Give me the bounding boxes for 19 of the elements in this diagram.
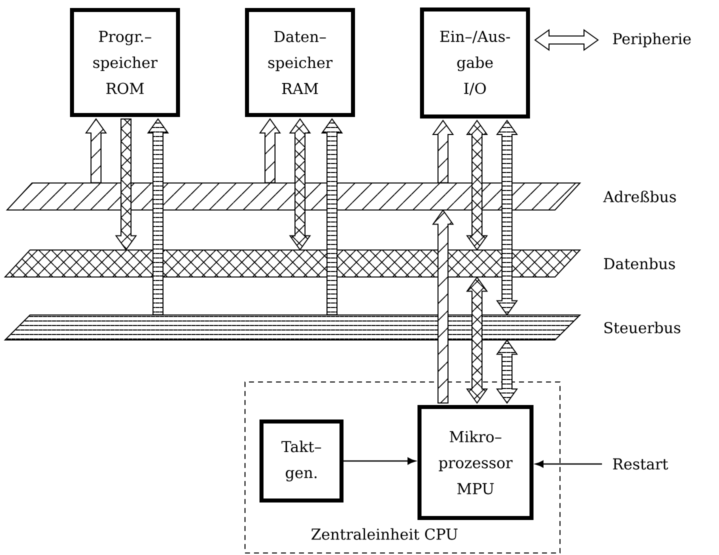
text-label: Restart (613, 458, 668, 470)
arrow (535, 460, 602, 468)
component-box: Ein–/Aus- gabe I/O (420, 8, 530, 118)
component-box: Progr.– speicher ROM (70, 8, 180, 117)
bus-arrow (115, 118, 137, 251)
bus-arrow (147, 118, 169, 316)
bus-arrow (259, 118, 281, 184)
bus-arrow (432, 209, 454, 404)
component-box: Daten– speicher RAM (245, 8, 355, 117)
component-box: Takt– gen. (260, 420, 344, 502)
bus-arrow (432, 120, 454, 184)
bus-arrow (321, 118, 343, 316)
text-label: Peripherie (613, 32, 691, 48)
bus-label: Adreßbus (603, 190, 676, 202)
bus-arrow (85, 118, 107, 184)
arrow (344, 457, 416, 465)
component-box: Mikro– prozessor MPU (418, 405, 534, 520)
bus-label: Datenbus (604, 258, 675, 270)
bus-label: Steuerbus (604, 322, 680, 334)
